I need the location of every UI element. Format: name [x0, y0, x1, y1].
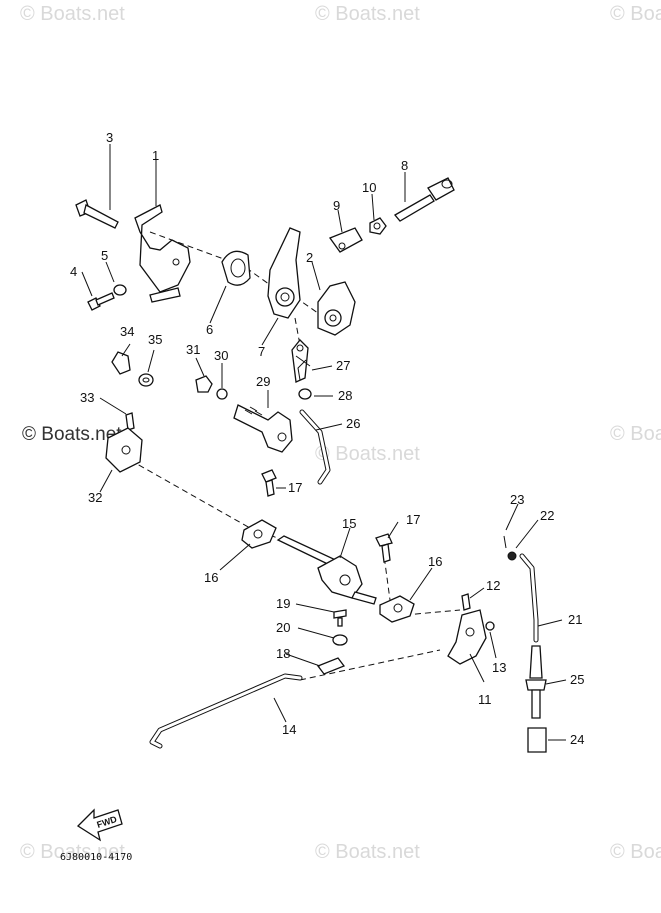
callout-3: 3 [106, 130, 113, 145]
part-3-bolt [75, 199, 119, 229]
watermark-top-right: © Boats.net [610, 3, 661, 25]
callout-31: 31 [186, 342, 200, 357]
callout-34: 34 [120, 324, 134, 339]
part-30-washer [216, 388, 228, 400]
part-18-clip [316, 657, 346, 675]
callout-13: 13 [492, 660, 506, 675]
assembly-line-14-11 [299, 649, 441, 681]
callout-16-left: 16 [204, 570, 218, 585]
part-35-washer [138, 373, 154, 387]
part-28-nut [298, 388, 312, 400]
assembly-line-16-11 [404, 609, 461, 616]
part-34-bushing [111, 351, 131, 375]
callout-20: 20 [276, 620, 290, 635]
callout-12: 12 [486, 578, 500, 593]
callout-28: 28 [338, 388, 352, 403]
part-20-washer [332, 634, 348, 646]
leader-lines [81, 144, 567, 741]
callout-11: 11 [478, 692, 492, 707]
callouts: 3 1 8 10 9 2 5 4 6 7 27 28 29 31 30 34 3… [70, 130, 584, 747]
callout-19: 19 [276, 596, 290, 611]
watermark-top-center: © Boats.net [315, 3, 420, 25]
part-9-joint [328, 227, 363, 253]
watermark-top-left: © Boats.net [20, 3, 125, 25]
callout-27: 27 [336, 358, 350, 373]
part-12-pin [461, 593, 471, 611]
watermark-middle-left: © Boats.net [22, 424, 122, 445]
assembly-line-1-6 [149, 231, 233, 263]
callout-24: 24 [570, 732, 584, 747]
part-8-rod-end [394, 177, 455, 222]
part-10-nut [369, 217, 387, 235]
part-17-bolt-upper [261, 469, 277, 497]
part-2-cam-plate [317, 281, 356, 336]
part-26-rod [299, 409, 331, 485]
callout-9: 9 [333, 198, 340, 213]
diagram-code: 6J80010-4170 [60, 852, 132, 863]
part-23-pin [503, 535, 507, 549]
watermark-bottom-center: © Boats.net [315, 841, 420, 863]
callout-17-upper: 17 [288, 480, 302, 495]
callout-29: 29 [256, 374, 270, 389]
callout-21: 21 [568, 612, 582, 627]
callout-26: 26 [346, 416, 360, 431]
watermark-middle-center: © Boats.net [315, 443, 420, 465]
part-24-cap [527, 727, 547, 753]
part-32-block [105, 427, 143, 473]
part-16-collar-left [241, 519, 277, 549]
callout-2: 2 [306, 250, 313, 265]
part-7-lever [267, 227, 301, 319]
part-19-screw [333, 609, 347, 627]
callout-22: 22 [540, 508, 554, 523]
part-5-washer [113, 284, 127, 296]
watermarks: © Boats.net © Boats.net © Boats.net © Bo… [20, 3, 661, 863]
watermark-bottom-right: © Boats.net [610, 841, 661, 863]
part-33-pin [125, 412, 135, 431]
part-25-joint [525, 645, 547, 719]
callout-5: 5 [101, 248, 108, 263]
callout-14: 14 [282, 722, 296, 737]
callout-15: 15 [342, 516, 356, 531]
callout-4: 4 [70, 264, 77, 279]
watermark-bottom-left: © Boats.net [20, 841, 125, 863]
part-11-lever [447, 609, 487, 665]
callout-16-right: 16 [428, 554, 442, 569]
callout-1: 1 [152, 148, 159, 163]
part-6-collar [221, 250, 251, 286]
callout-25: 25 [570, 672, 584, 687]
part-1-bracket [134, 204, 191, 303]
part-14-shift-rod [149, 673, 303, 749]
callout-32: 32 [88, 490, 102, 505]
callout-30: 30 [214, 348, 228, 363]
part-4-bolt [87, 292, 115, 311]
part-29-shaft [233, 404, 293, 453]
watermark-middle-right: © Boats.net [610, 423, 661, 445]
fwd-arrow: FWD [76, 808, 123, 842]
assembly-line-17-16 [382, 547, 391, 601]
part-31-nut [195, 375, 213, 393]
callout-23: 23 [510, 492, 524, 507]
part-16-collar-right [379, 595, 415, 623]
part-13-nut [485, 621, 495, 631]
part-22-washer [507, 551, 517, 561]
assembly-line-32-16 [129, 459, 251, 529]
callout-6: 6 [206, 322, 213, 337]
callout-7: 7 [258, 344, 265, 359]
callout-18: 18 [276, 646, 290, 661]
callout-8: 8 [401, 158, 408, 173]
part-15-shift-shaft [276, 535, 377, 605]
callout-33: 33 [80, 390, 94, 405]
part-21-rod [519, 553, 539, 643]
callout-17-right: 17 [406, 512, 420, 527]
part-17-bolt-right [375, 533, 393, 563]
callout-10: 10 [362, 180, 376, 195]
callout-35: 35 [148, 332, 162, 347]
